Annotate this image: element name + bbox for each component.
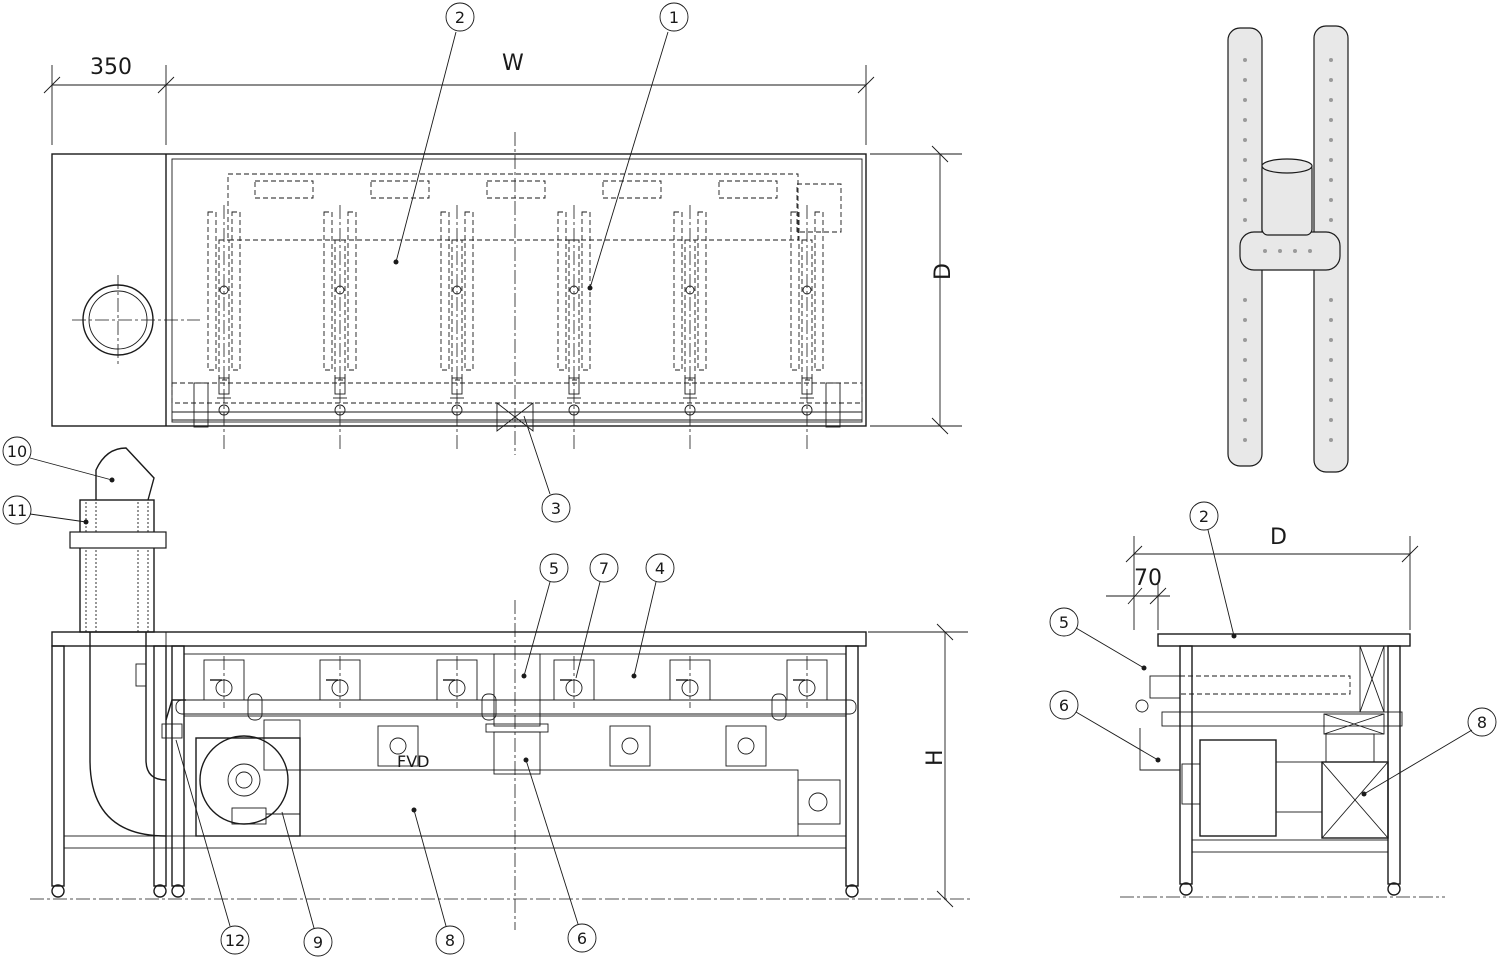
svg-text:9: 9 [313,933,323,952]
callout-10 [2,436,32,466]
svg-text:5: 5 [1059,613,1069,632]
svg-text:2: 2 [1199,507,1209,526]
svg-text:2: 2 [455,8,465,27]
svg-text:1: 1 [669,8,679,27]
side-callout-8 [1467,707,1497,737]
svg-text:3: 3 [551,499,561,518]
main-gas-cock [496,402,534,432]
side-callout-5 [1049,607,1079,637]
svg-text:4: 4 [655,559,665,578]
callout-6 [567,923,597,953]
svg-text:12: 12 [225,931,245,950]
side-callout-6 [1049,690,1079,720]
top-view: 350 W D [43,51,962,455]
dim-h-label: H [923,749,948,766]
svg-text:6: 6 [1059,696,1069,715]
callout-2 [445,2,475,32]
front-view: FVD H [30,447,970,930]
valve-row [217,377,814,416]
dim-350-label: 350 [90,55,132,80]
callout-4 [645,553,675,583]
svg-text:8: 8 [1477,713,1487,732]
side-callout-2 [1189,501,1219,531]
chimney-insulation [79,499,155,633]
callout-5 [539,553,569,583]
svg-text:6: 6 [577,929,587,948]
callout-12 [220,925,250,955]
svg-text:10: 10 [7,442,27,461]
callout-1 [659,2,689,32]
front-valves [203,656,828,708]
dim-side-d-label: D [1270,525,1287,550]
svg-text:5: 5 [549,559,559,578]
callout-7 [589,553,619,583]
callout-11 [2,495,32,525]
callout-3 [541,493,571,523]
dim-d-label: D [931,263,956,280]
blower-fan [199,735,289,825]
svg-text:11: 11 [7,501,27,520]
callout-8 [435,925,465,955]
svg-text:7: 7 [599,559,609,578]
burner-illustration [1227,25,1349,473]
dim-w-label: W [502,51,524,76]
side-view: D 70 [1106,525,1445,898]
exhaust-duct-front [89,632,167,837]
callout-9 [303,927,333,957]
svg-text:8: 8 [445,931,455,950]
fvd-label: FVD [397,752,429,771]
dim-70-label: 70 [1134,566,1162,591]
burner-group [207,205,824,452]
